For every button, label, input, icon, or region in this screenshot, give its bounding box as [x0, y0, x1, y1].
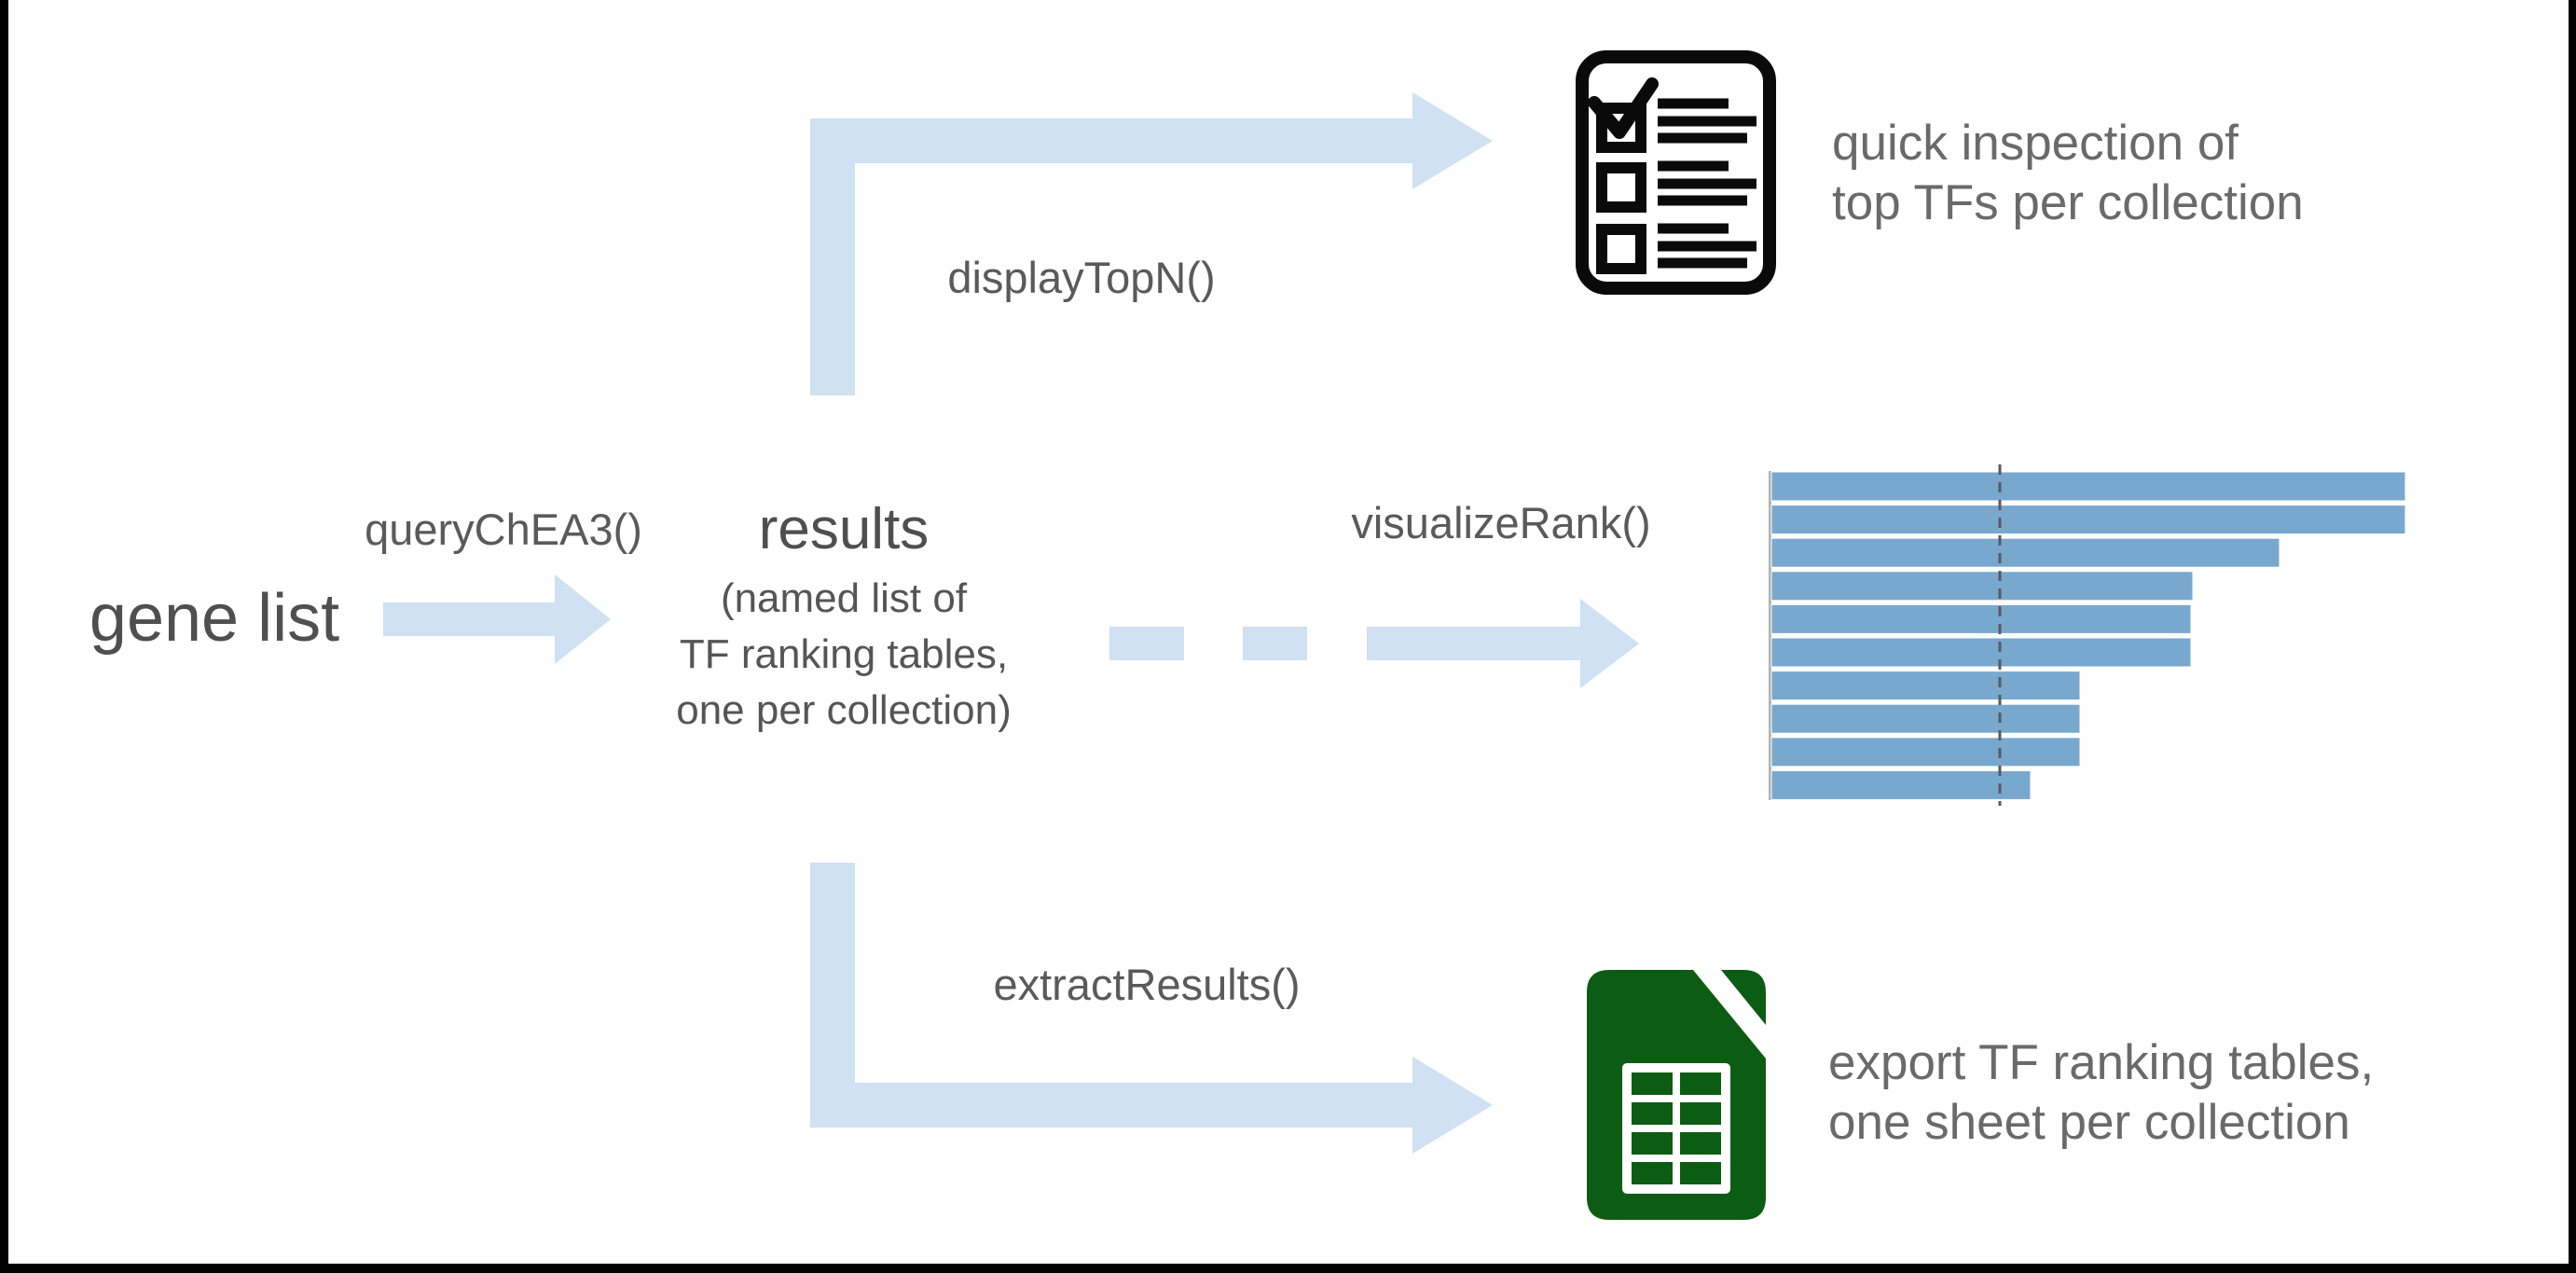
query-chea3-label: queryChEA3() — [365, 505, 642, 554]
display-topn-label: displayTopN() — [947, 253, 1216, 302]
chart-axis-line — [1769, 471, 1771, 800]
top-output-caption: quick inspection of top TFs per collecti… — [1832, 114, 2304, 233]
rank-bars — [1770, 471, 2406, 800]
results-subtitle-line3: one per collection) — [676, 687, 1012, 733]
arrow-visualize-rank-icon — [1109, 599, 1639, 688]
bottom-output-caption: export TF ranking tables, one sheet per … — [1828, 1033, 2374, 1153]
visualize-rank-label: visualizeRank() — [1351, 498, 1651, 547]
checklist-document-icon — [1576, 50, 1776, 295]
arrow-query-icon — [383, 574, 611, 664]
bottom-output-caption-line2: one sheet per collection — [1828, 1095, 2350, 1150]
results-subtitle-line1: (named list of — [720, 575, 968, 621]
results-node: results (named list of TF ranking tables… — [657, 496, 1030, 739]
rank-bar — [1770, 737, 2081, 768]
frame-edge-right — [2569, 0, 2576, 1273]
rank-bar — [1770, 637, 2192, 668]
rank-bar — [1770, 603, 2192, 634]
rank-bar — [1770, 505, 2406, 535]
results-title: results — [758, 497, 930, 561]
results-subtitle-line2: TF ranking tables, — [679, 631, 1009, 677]
arrow-extract-results-icon — [810, 863, 1493, 1154]
bottom-output-caption-line1: export TF ranking tables, — [1828, 1035, 2375, 1090]
extract-results-label: extractResults() — [993, 960, 1301, 1009]
rank-bar — [1770, 703, 2081, 734]
frame-edge-left — [0, 0, 8, 1273]
frame-edge-bottom — [0, 1264, 2576, 1273]
gene-list-node: gene list — [89, 581, 340, 656]
rank-bar — [1770, 769, 2032, 800]
rank-bar — [1770, 537, 2280, 568]
rank-bar — [1770, 471, 2406, 502]
arrow-display-topn-icon — [810, 92, 1493, 395]
rank-bar — [1770, 671, 2081, 701]
top-output-caption-line1: quick inspection of — [1832, 116, 2239, 171]
spreadsheet-icon — [1587, 970, 1766, 1220]
rank-bar — [1770, 571, 2194, 602]
top-output-caption-line2: top TFs per collection — [1832, 175, 2304, 230]
